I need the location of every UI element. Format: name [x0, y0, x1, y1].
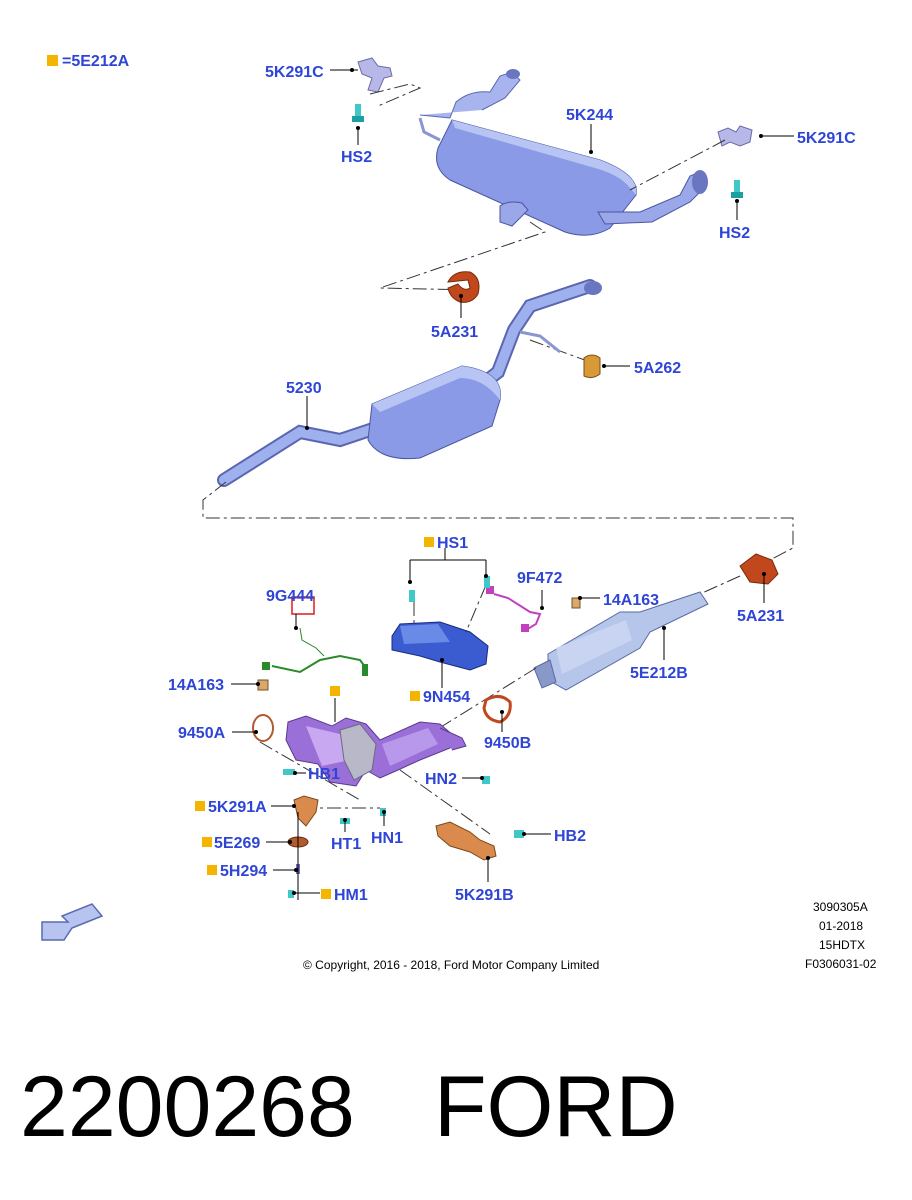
legend-text: =5E212A: [62, 53, 130, 70]
brand-caption: FORD: [434, 1059, 678, 1155]
label-9G444: 9G444: [266, 588, 314, 605]
marker-5H294: [207, 865, 217, 875]
part-number-caption: 2200268: [20, 1059, 355, 1155]
label-HB2: HB2: [554, 828, 586, 845]
clip-HS2-left: [352, 104, 364, 122]
label-5A231-upper: 5A231: [431, 324, 478, 341]
rear-muffler-5K244: [418, 69, 708, 236]
heat-shield-9N454: [391, 621, 489, 671]
label-5E212B: 5E212B: [630, 665, 688, 682]
clip-HB1: [283, 769, 295, 775]
marker-9N454: [410, 691, 420, 701]
label-HS2-right: HS2: [719, 225, 750, 242]
label-14A163-right: 14A163: [603, 592, 659, 609]
label-HS1: HS1: [437, 535, 468, 552]
clip-HM1: [288, 890, 294, 898]
marker-HM1: [321, 889, 331, 899]
clip-HB2: [514, 830, 524, 838]
footer-engine: 15HDTX: [819, 938, 865, 952]
label-HM1: HM1: [334, 887, 368, 904]
label-5230: 5230: [286, 380, 322, 397]
gasket-9450B: [482, 695, 512, 724]
footer-date: 01-2018: [819, 919, 863, 933]
clip-HN2: [482, 776, 490, 784]
bracket-5K291C-left: [357, 57, 393, 93]
clip-HS2-right: [731, 180, 743, 198]
bracket-5K291B: [435, 821, 497, 861]
label-5K244: 5K244: [566, 107, 613, 124]
label-5A262: 5A262: [634, 360, 681, 377]
label-HN2: HN2: [425, 771, 457, 788]
label-5E269: 5E269: [214, 835, 260, 852]
marker-HS1: [424, 537, 434, 547]
clip-HS1-right: [484, 576, 490, 588]
mount-5A262: [583, 354, 601, 379]
label-5H294: 5H294: [220, 863, 267, 880]
dpf-5E212B: [533, 591, 709, 691]
label-HB1: HB1: [308, 766, 340, 783]
bracket-14A163-right: [571, 597, 581, 609]
label-5K291C-right: 5K291C: [797, 130, 856, 147]
direction-arrow-icon: [41, 903, 104, 941]
footer-figure: F0306031-02: [805, 957, 877, 971]
label-9450B: 9450B: [484, 735, 531, 752]
copyright-notice: © Copyright, 2016 - 2018, Ford Motor Com…: [303, 958, 599, 972]
label-9450A: 9450A: [178, 725, 226, 742]
exhaust-system-diagram: =5E212A: [41, 53, 877, 972]
legend-marker: [47, 55, 58, 66]
sensor-9F472: [486, 586, 542, 632]
label-HS2-left: HS2: [341, 149, 372, 166]
highlight-box-9G444: [291, 596, 315, 615]
footer-code: 3090305A: [813, 900, 868, 914]
label-5K291B: 5K291B: [455, 887, 514, 904]
intermediate-pipe-5230: [217, 279, 602, 487]
sensor-9G444: [262, 627, 368, 676]
marker-5E269: [202, 837, 212, 847]
marker-5K291A: [195, 801, 205, 811]
gasket-9450A: [252, 714, 274, 742]
label-14A163-left: 14A163: [168, 677, 224, 694]
label-5A231-lower: 5A231: [737, 608, 784, 625]
label-HT1: HT1: [331, 836, 361, 853]
catalyst-converter: [285, 715, 467, 787]
clip-HS1-left: [409, 590, 415, 602]
label-5K291C-top: 5K291C: [265, 64, 324, 81]
label-9N454: 9N454: [423, 689, 470, 706]
clamp-5A231-lower: [739, 553, 779, 585]
label-HN1: HN1: [371, 830, 403, 847]
catalyst-orange-marker: [330, 686, 340, 696]
clamp-5A231-upper: [447, 271, 480, 303]
label-9F472: 9F472: [517, 570, 562, 587]
label-5K291A: 5K291A: [208, 799, 267, 816]
bracket-5K291C-right: [717, 125, 753, 147]
